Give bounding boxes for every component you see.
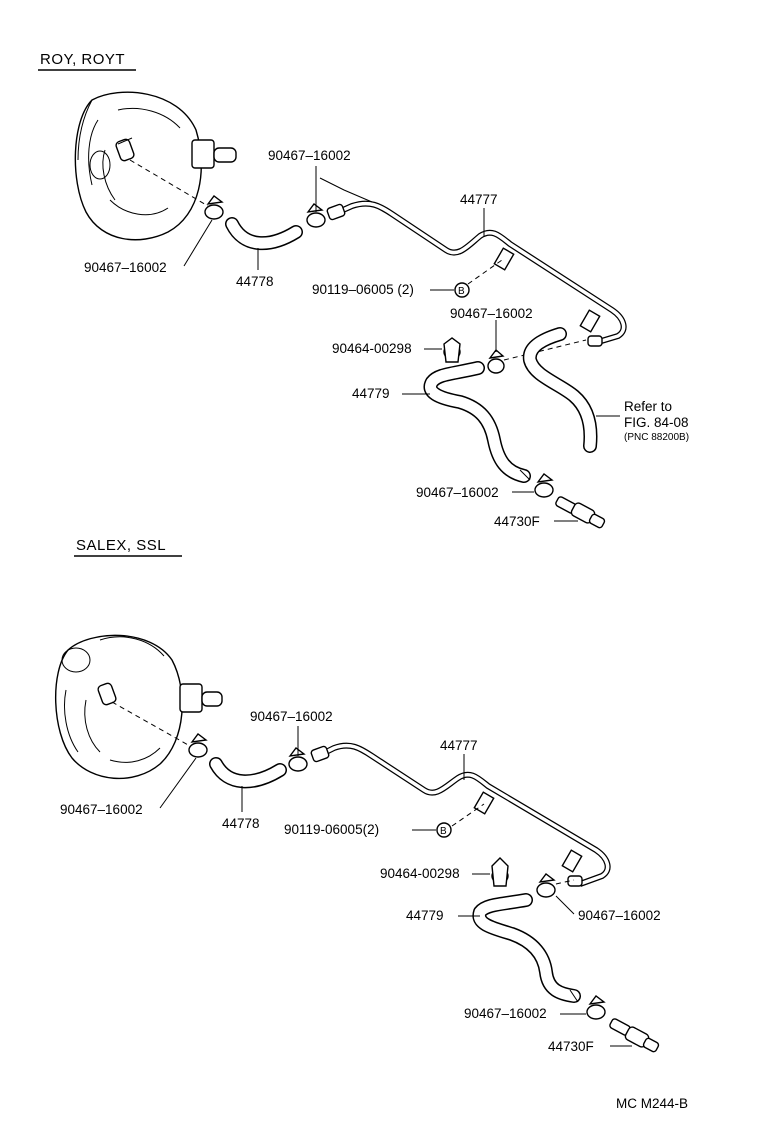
hose-clamp-pipe — [306, 203, 326, 228]
assembly-dashline — [467, 259, 503, 285]
brake-booster — [74, 91, 237, 241]
refer-line-3: (PNC 88200B) — [624, 432, 689, 443]
figure-code: MC M244-B — [616, 1096, 688, 1111]
assembly-dashline — [451, 803, 485, 827]
bolt-marker-letter: B — [458, 286, 465, 297]
hose-to-fig-84-08 — [522, 327, 598, 453]
check-valve-44730f — [609, 1018, 660, 1053]
part-label-44778: 44778 — [222, 816, 260, 831]
assembly-dashline — [555, 879, 575, 885]
leader-line — [183, 219, 213, 267]
part-label-90119-06005: 90119–06005 (2) — [312, 282, 414, 297]
hose-clip — [491, 857, 509, 887]
part-label-44779: 44779 — [406, 908, 444, 923]
part-label-44779: 44779 — [352, 386, 390, 401]
bolt-marker-b — [454, 282, 470, 298]
part-label-90467-16002: 90467–16002 — [250, 709, 333, 724]
leader-line — [159, 757, 197, 809]
refer-line-2: FIG. 84-08 — [624, 415, 689, 430]
hose-clamp-booster — [188, 733, 208, 758]
section-salex-ssl: SALEX, SSL 90467–16002 44778 — [55, 537, 661, 1054]
check-valve-44730f — [555, 496, 606, 529]
part-label-90467-16002: 90467–16002 — [84, 260, 167, 275]
assembly-dashline — [111, 701, 191, 747]
leader-line — [555, 895, 575, 915]
hose-44778 — [209, 757, 287, 789]
assembly-dashline — [129, 159, 209, 207]
bolt-marker-b — [436, 822, 452, 838]
part-label-90464-00298: 90464-00298 — [332, 341, 412, 356]
part-label-44777: 44777 — [440, 738, 478, 753]
part-label-90467-16002: 90467–16002 — [464, 1006, 547, 1021]
part-label-90467-16002: 90467–16002 — [450, 306, 533, 321]
hose-44778 — [225, 217, 303, 251]
hose-clamp-upper — [487, 348, 505, 374]
refer-line-1: Refer to — [624, 399, 672, 414]
hose-44779 — [423, 361, 531, 483]
hose-clamp-lower — [586, 995, 606, 1020]
brake-booster — [55, 634, 223, 780]
hose-clamp-lower — [534, 473, 554, 498]
section-heading: SALEX, SSL — [76, 537, 166, 554]
part-label-44777: 44777 — [460, 192, 498, 207]
part-label-90119-06005: 90119-06005(2) — [284, 822, 379, 837]
part-label-44730f: 44730F — [494, 514, 540, 529]
part-label-44778: 44778 — [236, 274, 274, 289]
section-roy-royt: ROY, ROYT 90467–16002 — [38, 51, 689, 529]
part-label-90467-16002: 90467–16002 — [268, 148, 351, 163]
part-label-90467-16002: 90467–16002 — [416, 485, 499, 500]
bolt-marker-letter: B — [440, 826, 447, 837]
part-label-90464-00298: 90464-00298 — [380, 866, 460, 881]
vacuum-pipe-44777 — [319, 177, 627, 347]
hose-clamp-upper — [536, 873, 556, 898]
hose-clamp-pipe — [288, 747, 308, 772]
vacuum-pipe-44777 — [310, 742, 611, 887]
hose-clamp-booster — [204, 195, 224, 220]
hose-44779 — [472, 893, 581, 1003]
section-heading: ROY, ROYT — [40, 51, 125, 68]
part-label-44730f: 44730F — [548, 1039, 594, 1054]
part-label-90467-16002: 90467–16002 — [60, 802, 143, 817]
part-label-90467-16002: 90467–16002 — [578, 908, 661, 923]
hose-clip — [443, 337, 461, 363]
